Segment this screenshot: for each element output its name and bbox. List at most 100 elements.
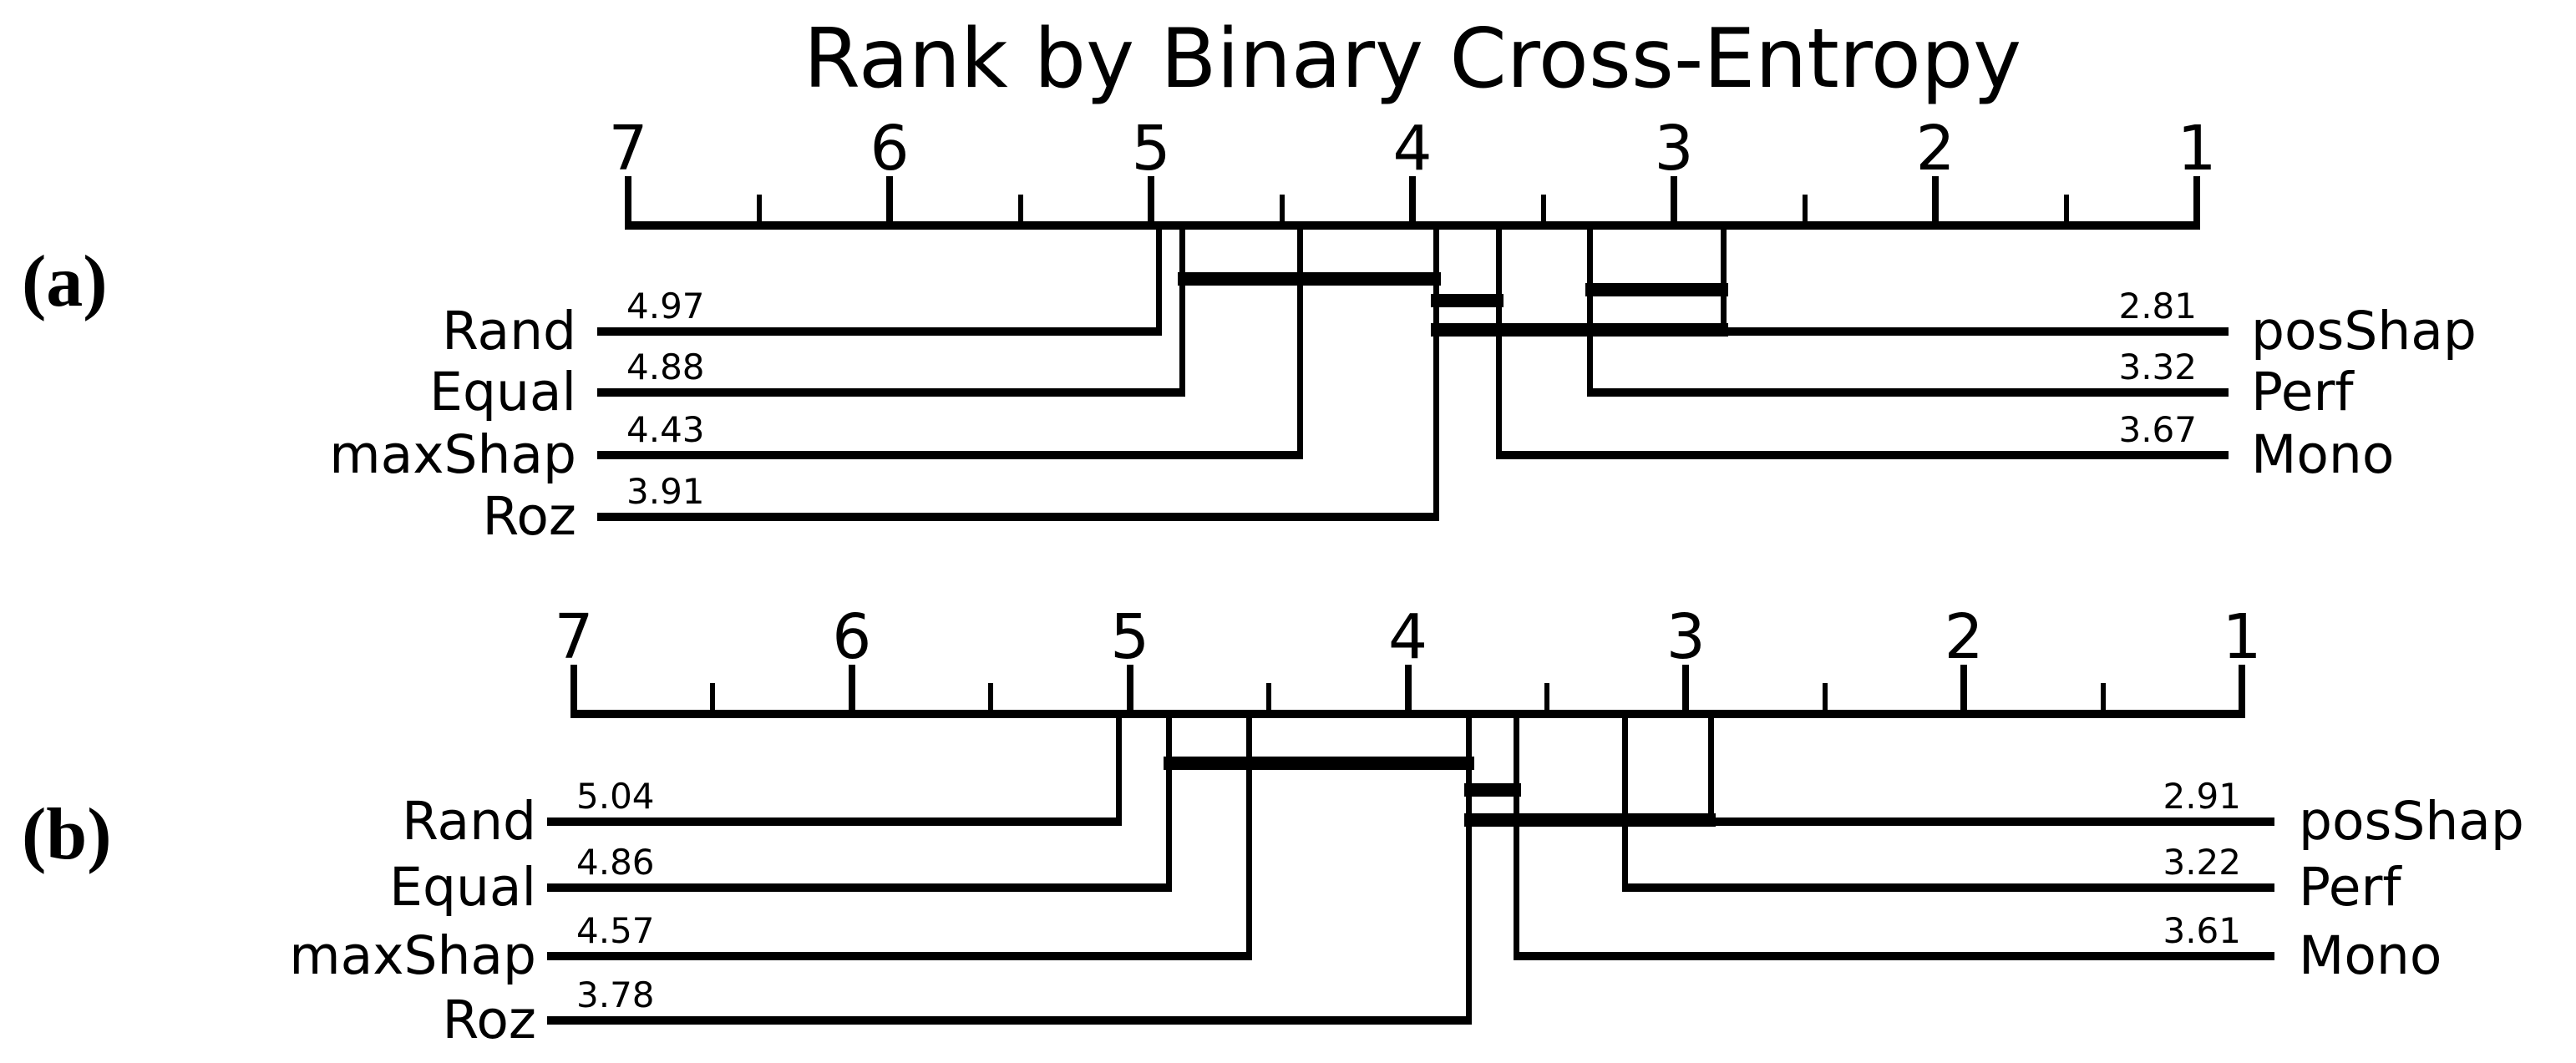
axis-tick-label: 4: [1387, 601, 1428, 673]
axis-tick-label: 3: [1666, 601, 1706, 673]
drop-line-maxShap: [1246, 715, 1253, 960]
axis-tick-label: 7: [554, 601, 594, 673]
axis-minor-tick: [1802, 195, 1808, 230]
drop-line-posShap: [1707, 715, 1714, 826]
avg-rank-value-Roz: 3.78: [576, 974, 655, 1015]
clique-bar: [1431, 294, 1504, 307]
drop-line-Mono: [1495, 226, 1502, 459]
row-line-Perf: [1621, 883, 2274, 892]
method-label-Perf: Perf: [2299, 857, 2401, 918]
axis-tick-label: 5: [1131, 113, 1171, 185]
avg-rank-value-Mono: 3.61: [2163, 910, 2241, 951]
method-label-Mono: Mono: [2299, 925, 2442, 986]
method-label-Mono: Mono: [2251, 424, 2395, 485]
row-line-Mono: [1495, 451, 2229, 459]
axis-minor-tick: [1822, 683, 1828, 718]
axis-major-tick: [2193, 176, 2200, 230]
row-line-Mono: [1513, 952, 2274, 960]
axis-major-tick: [1409, 176, 1416, 230]
axis-major-tick: [625, 176, 631, 230]
axis-tick-label: 2: [1944, 601, 1984, 673]
axis-minor-tick: [2063, 195, 2069, 230]
clique-bar: [1177, 272, 1442, 286]
method-label-Rand: Rand: [402, 791, 536, 852]
drop-line-Mono: [1513, 715, 1519, 960]
clique-bar: [1431, 323, 1729, 337]
axis-minor-tick: [1017, 195, 1023, 230]
avg-rank-value-Mono: 3.67: [2118, 409, 2197, 450]
axis-major-tick: [1671, 176, 1677, 230]
row-line-Roz: [547, 1016, 1473, 1025]
axis-major-tick: [1148, 176, 1154, 230]
axis-tick-label: 7: [608, 113, 648, 185]
method-label-Equal: Equal: [389, 857, 536, 918]
row-line-Equal: [597, 388, 1186, 397]
axis-minor-tick: [1266, 683, 1272, 718]
drop-line-Equal: [1165, 715, 1172, 892]
axis-minor-tick: [710, 683, 716, 718]
method-label-maxShap: maxShap: [289, 925, 536, 986]
method-label-Roz: Roz: [442, 990, 536, 1050]
row-line-maxShap: [597, 451, 1303, 459]
axis-minor-tick: [988, 683, 994, 718]
drop-line-Perf: [1587, 226, 1594, 397]
axis-major-tick: [1126, 665, 1133, 718]
avg-rank-value-posShap: 2.81: [2118, 286, 2197, 326]
row-line-posShap: [1720, 327, 2229, 336]
method-label-Roz: Roz: [482, 486, 576, 547]
avg-rank-value-maxShap: 4.43: [626, 409, 705, 450]
method-label-Rand: Rand: [442, 301, 576, 362]
clique-bar: [1164, 757, 1474, 770]
axis-major-tick: [886, 176, 893, 230]
drop-line-posShap: [1720, 226, 1727, 336]
row-line-posShap: [1707, 817, 2274, 826]
clique-bar: [1463, 813, 1716, 827]
clique-bar: [1463, 783, 1522, 797]
row-line-Equal: [547, 883, 1172, 892]
axis-tick-label: 2: [1915, 113, 1955, 185]
avg-rank-value-Rand: 5.04: [576, 776, 655, 817]
axis-major-tick: [848, 665, 855, 718]
clique-bar: [1585, 283, 1729, 296]
axis-major-tick: [1682, 665, 1690, 718]
drop-line-Perf: [1621, 715, 1628, 892]
avg-rank-value-Equal: 4.88: [626, 347, 705, 387]
avg-rank-value-Perf: 3.22: [2163, 842, 2241, 883]
axis-tick-label: 4: [1392, 113, 1433, 185]
axis-minor-tick: [756, 195, 762, 230]
axis-minor-tick: [1279, 195, 1285, 230]
axis-tick-label: 6: [870, 113, 910, 185]
axis-minor-tick: [2100, 683, 2106, 718]
axis-tick-label: 6: [832, 601, 872, 673]
row-line-Rand: [597, 327, 1162, 336]
axis-tick-label: 1: [2177, 113, 2217, 185]
row-line-Roz: [597, 513, 1439, 521]
method-label-Equal: Equal: [429, 362, 576, 423]
panel-label-b: (b): [22, 794, 112, 875]
drop-line-Roz: [1433, 226, 1439, 521]
drop-line-Roz: [1466, 715, 1473, 1025]
avg-rank-value-Perf: 3.32: [2118, 347, 2197, 387]
axis-major-tick: [1404, 665, 1412, 718]
row-line-Rand: [547, 817, 1122, 826]
method-label-posShap: posShap: [2251, 301, 2477, 362]
drop-line-Rand: [1155, 226, 1162, 336]
axis-tick-label: 5: [1110, 601, 1150, 673]
axis-major-tick: [1932, 176, 1939, 230]
method-label-maxShap: maxShap: [329, 424, 576, 485]
method-label-Perf: Perf: [2251, 362, 2354, 423]
row-line-maxShap: [547, 952, 1253, 960]
drop-line-Rand: [1115, 715, 1122, 826]
drop-line-Equal: [1179, 226, 1186, 397]
axis-minor-tick: [1544, 683, 1549, 718]
panel-label-a: (a): [22, 241, 108, 322]
drop-line-maxShap: [1296, 226, 1303, 459]
axis-tick-label: 1: [2222, 601, 2262, 673]
axis-tick-label: 3: [1654, 113, 1694, 185]
row-line-Perf: [1587, 388, 2229, 397]
method-label-posShap: posShap: [2299, 791, 2524, 852]
avg-rank-value-Equal: 4.86: [576, 842, 655, 883]
avg-rank-value-Rand: 4.97: [626, 286, 705, 326]
avg-rank-value-Roz: 3.91: [626, 471, 705, 512]
